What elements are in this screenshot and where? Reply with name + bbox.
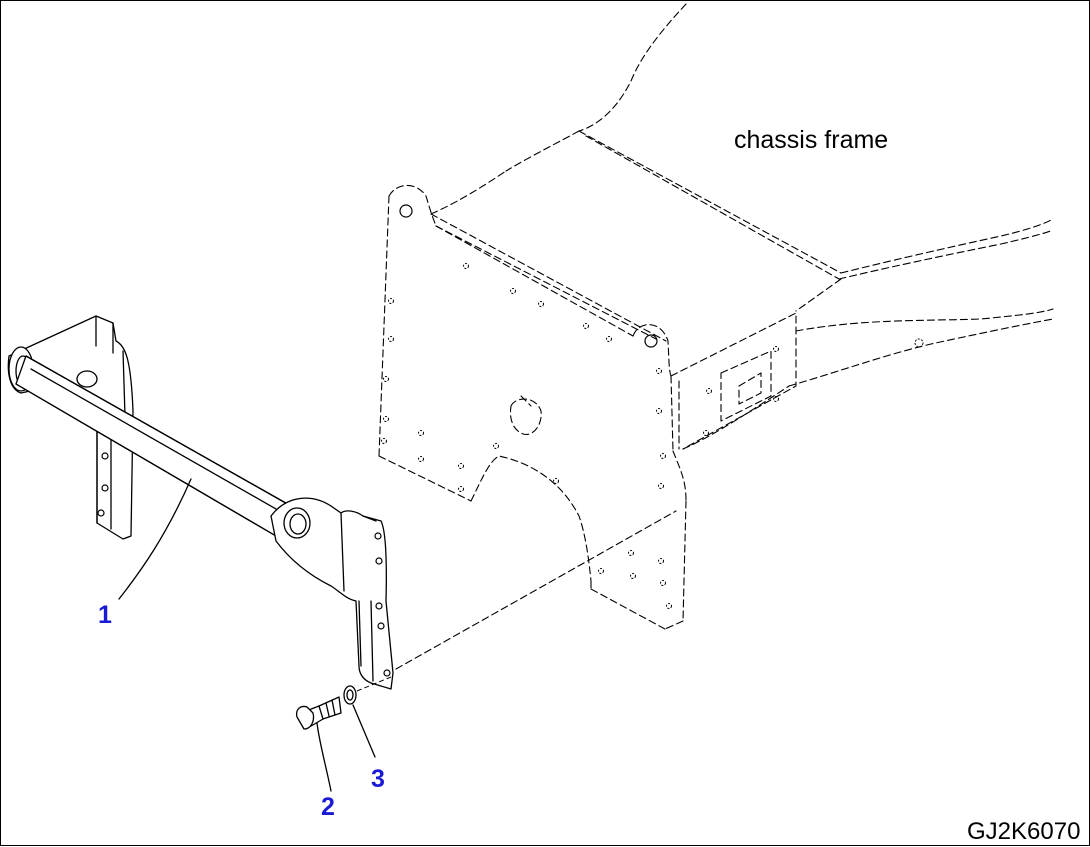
drawing-id: GJ2K6070	[967, 818, 1081, 845]
part-3-washer	[343, 685, 357, 705]
callout-2: 2	[321, 793, 335, 821]
assembly-lines	[118, 478, 677, 792]
callout-1: 1	[98, 601, 112, 629]
callout-3: 3	[371, 765, 385, 793]
chassis-frame-drawing	[378, 3, 1054, 630]
part-1-bracket-bar	[7, 315, 394, 690]
chassis-frame-label: chassis frame	[734, 126, 889, 154]
part-2-bolt	[295, 696, 342, 730]
